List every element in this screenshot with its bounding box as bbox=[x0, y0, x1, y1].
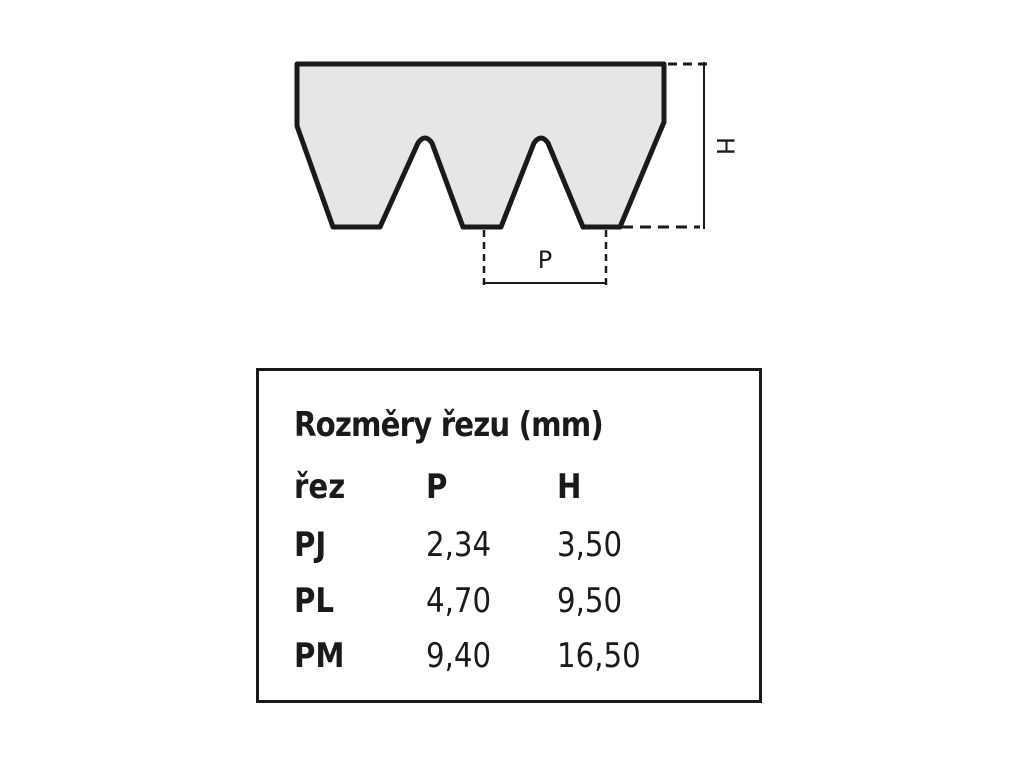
table-row: PJ 2,34 3,50 bbox=[259, 525, 759, 569]
dimensions-table: Rozměry řezu (mm) řez P H PJ 2,34 3,50 P… bbox=[256, 368, 762, 703]
table-row: PL 4,70 9,50 bbox=[259, 581, 759, 625]
section-cell: PJ bbox=[294, 525, 327, 565]
header-cell-pitch: P bbox=[426, 467, 448, 507]
header-cell-height: H bbox=[557, 467, 582, 507]
table-title: Rozměry řezu (mm) bbox=[294, 405, 604, 445]
header-cell-section: řez bbox=[294, 467, 346, 507]
belt-profile-diagram: H P bbox=[294, 61, 739, 286]
height-cell: 9,50 bbox=[557, 581, 623, 621]
pitch-cell: 4,70 bbox=[426, 581, 492, 621]
section-cell: PL bbox=[294, 581, 335, 621]
pitch-cell: 9,40 bbox=[426, 636, 492, 676]
height-cell: 3,50 bbox=[557, 525, 623, 565]
section-cell: PM bbox=[294, 636, 345, 676]
table-row: PM 9,40 16,50 bbox=[259, 636, 759, 680]
pitch-label: P bbox=[538, 246, 552, 274]
height-label: H bbox=[711, 137, 739, 155]
pitch-cell: 2,34 bbox=[426, 525, 492, 565]
table-header-row: řez P H bbox=[259, 467, 759, 511]
height-cell: 16,50 bbox=[557, 636, 641, 676]
belt-cross-section bbox=[294, 61, 667, 230]
